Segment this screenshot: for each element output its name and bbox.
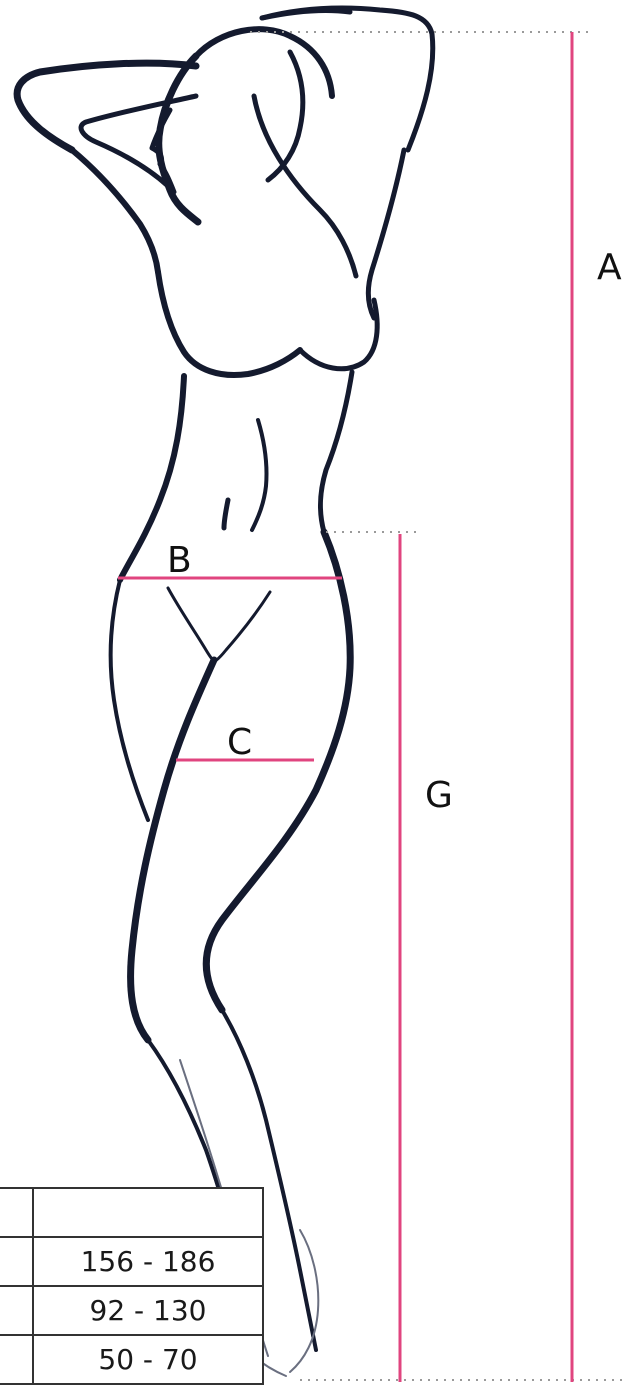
label-c: C [227,725,252,761]
size-table-header-value [33,1188,263,1237]
size-table-header-row [0,1188,263,1237]
size-table-row-value: 92 - 130 [33,1286,263,1335]
size-table-row: 50 - 70 [0,1335,263,1384]
measurement-guides [250,32,622,1380]
woman-figure-outline [17,8,433,1376]
size-table-row-value: 156 - 186 [33,1237,263,1286]
size-table-row-label [0,1335,33,1384]
size-table-row-label [0,1237,33,1286]
size-table: 156 - 186 92 - 130 50 - 70 [0,1187,264,1385]
label-g: G [425,778,453,814]
label-a: A [597,250,622,286]
size-table-row-label [0,1286,33,1335]
size-table-header-label [0,1188,33,1237]
label-b: B [167,543,192,579]
size-table-row: 156 - 186 [0,1237,263,1286]
size-table-row: 92 - 130 [0,1286,263,1335]
size-table-row-value: 50 - 70 [33,1335,263,1384]
